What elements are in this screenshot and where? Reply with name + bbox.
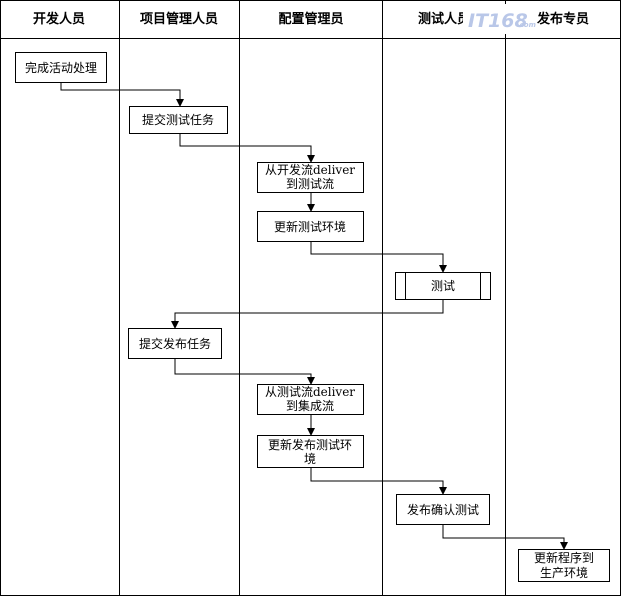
activity-boxes — [15, 52, 610, 582]
step-box-update-release-test-env — [257, 435, 364, 468]
step-box-submit-test-task — [129, 106, 228, 134]
step-box-deliver-to-integration — [257, 384, 364, 415]
lane-title-release: 发布专员 — [536, 11, 589, 27]
step-box-test — [395, 272, 491, 300]
activity-labels: 完成活动处理 提交测试任务 从开发流deliver 到测试流 更新测试环境 测试… — [25, 60, 594, 580]
flow-arrow — [310, 467, 447, 495]
lane-title-config-manager: 配置管理员 — [278, 11, 343, 27]
step-label: 更新发布测试环 — [268, 437, 352, 452]
watermark-logo: IT168 .com — [463, 4, 536, 34]
lane-title-developer: 开发人员 — [33, 11, 85, 27]
flow-arrow — [179, 133, 315, 163]
step-label: 完成活动处理 — [25, 60, 97, 75]
step-label: 到集成流 — [286, 398, 334, 413]
watermark-suffix: .com — [517, 21, 536, 29]
step-label: 境 — [304, 451, 316, 466]
step-box-submit-release-task — [128, 328, 222, 359]
step-label: 提交发布任务 — [139, 336, 211, 351]
step-box-update-test-env — [257, 211, 364, 242]
flow-arrow — [60, 82, 184, 107]
step-label: 更新程序到 — [534, 550, 594, 565]
step-label: 到测试流 — [286, 176, 334, 191]
step-label: 提交测试任务 — [142, 112, 214, 127]
lane-title-project-manager: 项目管理人员 — [140, 11, 218, 27]
lane-title-tester: 测试人员 — [418, 11, 470, 27]
step-label: 测试 — [431, 278, 455, 293]
step-box-complete-activity — [15, 52, 107, 83]
step-label: 发布确认测试 — [407, 502, 479, 517]
connectors — [60, 82, 568, 550]
watermark-text: IT168 — [468, 10, 528, 32]
step-label: 更新测试环境 — [274, 219, 346, 234]
lane-titles: 开发人员 项目管理人员 配置管理员 测试人员 发布专员 — [33, 11, 589, 27]
step-label: 从测试流deliver — [265, 384, 355, 399]
flow-arrow — [442, 524, 568, 550]
step-box-deliver-to-test — [257, 162, 364, 193]
step-box-release-confirm-test — [396, 494, 490, 525]
flow-arrow — [174, 358, 315, 385]
step-label: 生产环境 — [540, 565, 588, 580]
step-box-update-production — [518, 549, 610, 582]
flow-arrow — [171, 299, 444, 329]
flow-arrow — [310, 241, 447, 273]
step-label: 从开发流deliver — [265, 162, 355, 177]
